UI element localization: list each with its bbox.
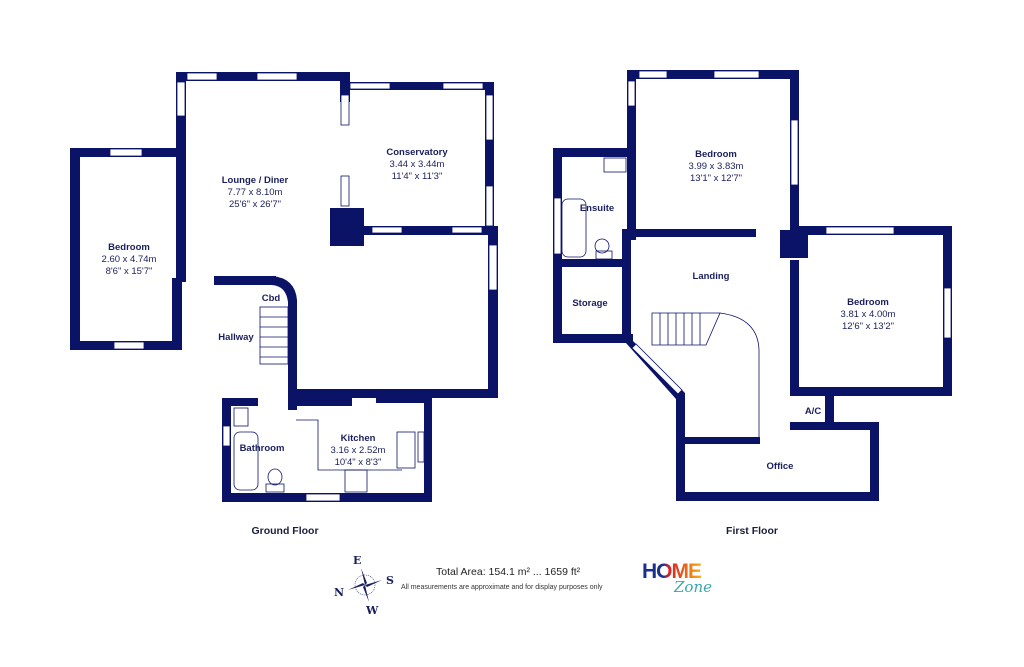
compass: E S N W [330, 554, 400, 618]
room-dimensions-metric: 3.44 x 3.44m [390, 159, 445, 170]
room-name: Storage [572, 298, 607, 309]
bath [561, 198, 587, 258]
ground-floor [70, 72, 498, 502]
disclaimer: All measurements are approximate and for… [401, 584, 603, 591]
wall [288, 398, 352, 406]
room-dimensions-metric: 3.16 x 2.52m [331, 445, 386, 456]
first-floor-label: First Floor [726, 525, 778, 537]
room-dimensions-imperial: 12'6" x 13'2" [842, 321, 894, 332]
chimney-breast [330, 208, 364, 246]
first-floor [553, 70, 952, 501]
room-name: Cbd [262, 293, 281, 304]
room-name: Bathroom [240, 443, 285, 454]
room-name: Bedroom [695, 149, 737, 160]
wall [376, 395, 432, 403]
curved-wall [272, 276, 297, 410]
windows [109, 72, 498, 502]
room-dimensions-metric: 3.81 x 4.00m [841, 309, 896, 320]
sink [233, 407, 249, 427]
compass-west: W [366, 604, 379, 617]
compass-east: E [353, 554, 362, 567]
compass-north: N [334, 586, 345, 599]
toilet [267, 468, 283, 486]
room-labels: Bedroom 2.60 x 4.74m 8'6" x 15'7" Lounge… [102, 147, 896, 537]
room-name: Kitchen [341, 433, 376, 444]
wall [360, 226, 498, 235]
home-zone-logo: HOME Zone [634, 560, 724, 605]
wall [344, 82, 492, 90]
room-name: Bedroom [847, 297, 889, 308]
room-name: A/C [805, 406, 822, 417]
wall [222, 398, 231, 502]
room-name: Office [767, 461, 794, 472]
fixtures-first [561, 157, 760, 437]
compass-south: S [386, 574, 394, 587]
toilet [594, 238, 610, 254]
room-dimensions-imperial: 10'4" x 8'3" [335, 457, 382, 468]
room-dimensions-metric: 7.77 x 8.10m [228, 187, 283, 198]
room-dimensions-imperial: 8'6" x 15'7" [106, 266, 153, 277]
room-dimensions-imperial: 11'4" x 11'3" [392, 171, 443, 182]
room-name: Conservatory [386, 147, 448, 158]
wall [424, 395, 432, 502]
room-name: Landing [693, 271, 730, 282]
wall [222, 398, 258, 406]
wall [485, 82, 494, 232]
wall [176, 72, 186, 282]
room-dimensions-metric: 2.60 x 4.74m [102, 254, 157, 265]
wall [214, 276, 276, 285]
stairs [651, 312, 721, 346]
room-dimensions-metric: 3.99 x 3.83m [689, 161, 744, 172]
bath [233, 431, 259, 491]
windows-first [553, 70, 952, 395]
total-area: Total Area: 154.1 m² ... 1659 ft² [436, 566, 581, 578]
room-name: Ensuite [580, 203, 614, 214]
wall [70, 148, 80, 350]
room-name: Hallway [218, 332, 254, 343]
room-dimensions-imperial: 25'6" x 26'7" [229, 199, 281, 210]
hob [344, 469, 368, 493]
wall [172, 278, 182, 350]
wall [290, 389, 498, 398]
logo-home: HOME [642, 560, 702, 583]
room-name: Lounge / Diner [222, 175, 289, 186]
compass-rose-icon [348, 568, 382, 602]
basin [603, 157, 627, 173]
ground-floor-label: Ground Floor [251, 525, 318, 537]
room-dimensions-imperial: 13'1" x 12'7" [690, 173, 742, 184]
room-name: Bedroom [108, 242, 150, 253]
kitchen-sink [396, 431, 416, 469]
wall [488, 226, 498, 398]
logo-zone: Zone [674, 578, 712, 596]
fixtures [233, 306, 416, 493]
